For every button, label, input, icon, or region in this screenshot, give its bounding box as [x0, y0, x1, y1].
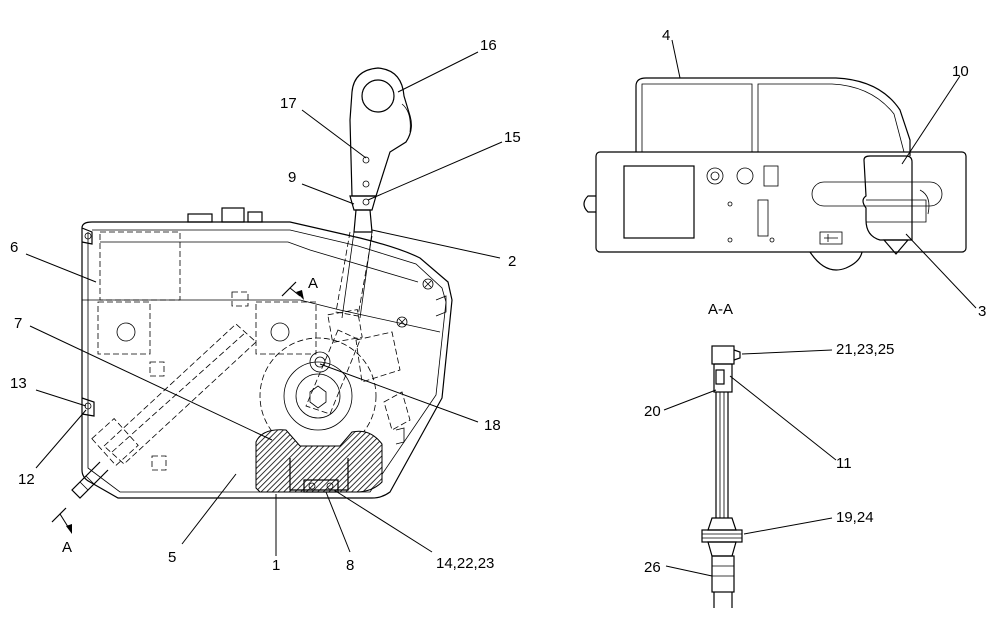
callout-8: 8: [346, 557, 354, 574]
callout-15: 15: [504, 129, 521, 146]
section-marker-top: [281, 281, 304, 300]
callout-4: 4: [662, 27, 670, 44]
callout-26: 26: [644, 559, 661, 576]
callout-5: 5: [168, 549, 176, 566]
callout-12: 12: [18, 471, 35, 488]
callout-labels: 16 17 15 9 2 6 7 13 12 18 5 1 8 14,22,23…: [10, 27, 986, 576]
section-marker-top-label: A: [308, 275, 318, 292]
callout-9: 9: [288, 169, 296, 186]
callout-13: 13: [10, 375, 27, 392]
leader-lines: [25, 39, 977, 577]
section-marker-bottom-label: A: [62, 539, 72, 556]
callout-16: 16: [480, 37, 497, 54]
callout-2: 2: [508, 253, 516, 270]
switch-detail: [701, 345, 743, 608]
callout-20: 20: [644, 403, 661, 420]
callout-19-24: 19,24: [836, 509, 874, 526]
callout-6: 6: [10, 239, 18, 256]
callout-17: 17: [280, 95, 297, 112]
callout-3: 3: [978, 303, 986, 320]
callout-18: 18: [484, 417, 501, 434]
section-title: A-A: [708, 301, 733, 318]
control-box-side-view: [71, 207, 453, 499]
callout-10: 10: [952, 63, 969, 80]
callout-14-22-23: 14,22,23: [436, 555, 494, 572]
callout-1: 1: [272, 557, 280, 574]
lever-handle: [341, 67, 412, 319]
control-box-front-view: [583, 77, 967, 271]
callout-21-23-25: 21,23,25: [836, 341, 894, 358]
callout-7: 7: [14, 315, 22, 332]
section-marker-bottom: [51, 507, 72, 534]
callout-11: 11: [836, 455, 852, 472]
